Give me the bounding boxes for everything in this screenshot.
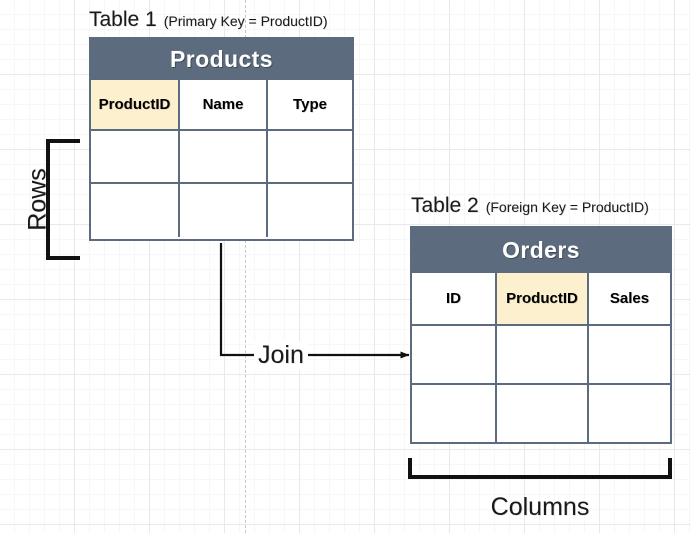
table-orders-cell[interactable] <box>412 326 497 385</box>
join-label: Join <box>254 341 308 370</box>
table-orders-cell[interactable] <box>497 326 589 385</box>
table1-caption: Table 1 (Primary Key = ProductID) <box>89 8 327 32</box>
table-products-cell[interactable] <box>268 184 352 237</box>
table-orders-title: Orders <box>412 228 670 273</box>
table-orders-cell[interactable] <box>589 326 670 385</box>
table-products-grid: ProductID Name Type <box>91 80 352 237</box>
table-products-header-type[interactable]: Type <box>268 80 352 131</box>
columns-bracket <box>408 458 672 479</box>
table-orders-header-sales[interactable]: Sales <box>589 273 670 326</box>
table-orders-header-id[interactable]: ID <box>412 273 497 326</box>
table-products-cell[interactable] <box>91 184 180 237</box>
table-orders-cell[interactable] <box>412 385 497 442</box>
table-orders-cell[interactable] <box>589 385 670 442</box>
columns-label: Columns <box>490 493 590 521</box>
table-products-cell[interactable] <box>180 131 268 184</box>
table-products-header-productid[interactable]: ProductID <box>91 80 180 131</box>
table-products-cell[interactable] <box>91 131 180 184</box>
table-products-cell[interactable] <box>268 131 352 184</box>
table-orders[interactable]: Orders ID ProductID Sales <box>410 226 672 444</box>
table-orders-grid: ID ProductID Sales <box>412 273 670 442</box>
table-products-header-name[interactable]: Name <box>180 80 268 131</box>
table1-caption-main: Table 1 <box>89 8 157 31</box>
table-orders-header-productid[interactable]: ProductID <box>497 273 589 326</box>
table-products[interactable]: Products ProductID Name Type <box>89 37 354 241</box>
table-products-cell[interactable] <box>180 184 268 237</box>
table2-caption-main: Table 2 <box>411 194 479 217</box>
rows-label: Rows <box>23 168 52 231</box>
table1-caption-sub: (Primary Key = ProductID) <box>163 13 328 29</box>
table2-caption: Table 2 (Foreign Key = ProductID) <box>411 194 649 218</box>
rows-bracket <box>46 139 80 260</box>
table-products-title: Products <box>91 39 352 80</box>
table-orders-cell[interactable] <box>497 385 589 442</box>
table2-caption-sub: (Foreign Key = ProductID) <box>485 199 649 215</box>
